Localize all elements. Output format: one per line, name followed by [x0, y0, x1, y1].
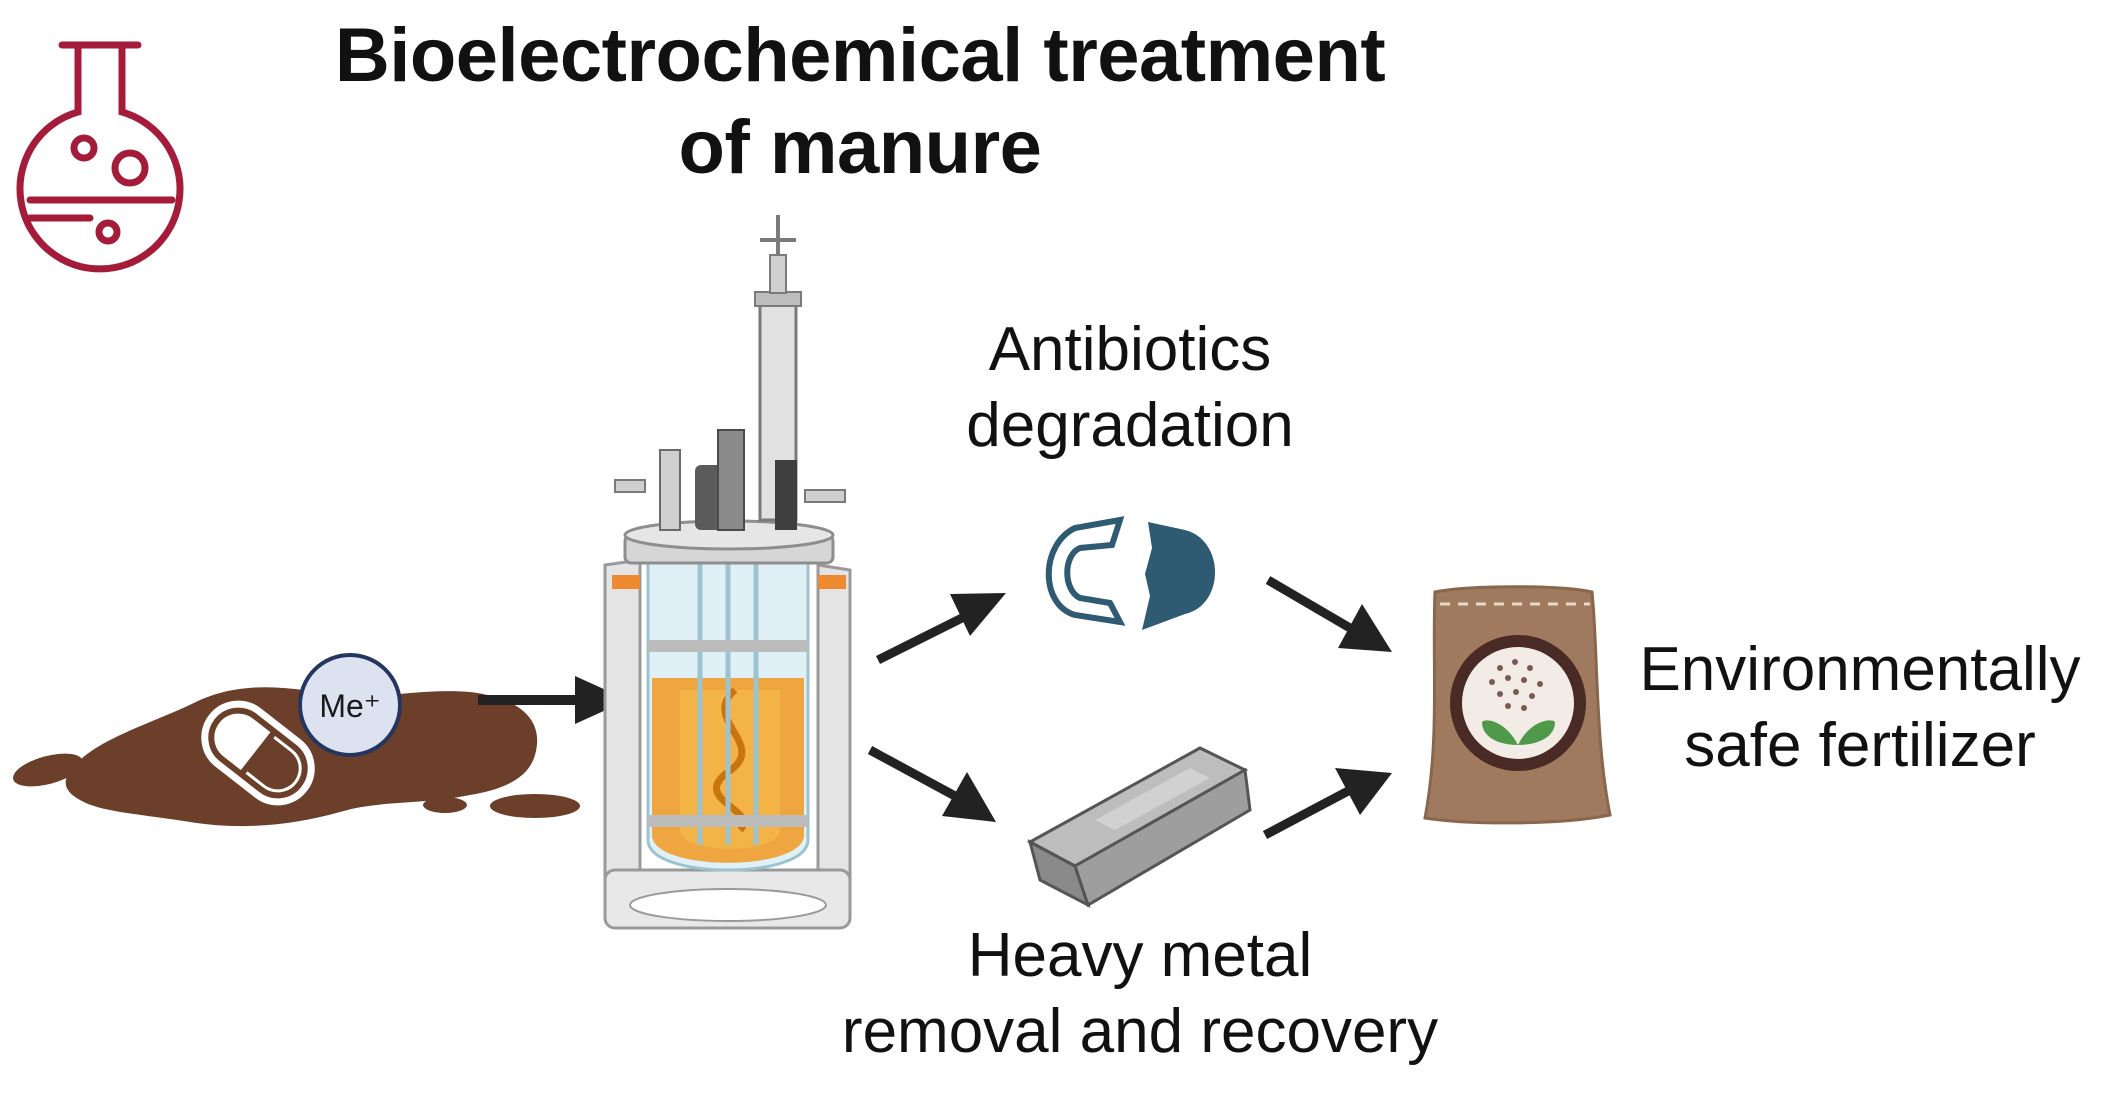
fertilizer-line-1: Environmentally: [1639, 635, 2081, 704]
metal-ion-icon: [298, 653, 402, 757]
antibiotics-line-2: degradation: [966, 391, 1294, 460]
antibiotics-line-1: Antibiotics: [988, 315, 1272, 384]
arrow-metal-to-fertilizer: [1262, 768, 1392, 839]
arrow-to-antibiotics: [875, 593, 1006, 665]
arrow-to-reactor: [478, 676, 628, 724]
broken-capsule-icon: [1045, 516, 1215, 630]
metal-ion-label: Me⁺: [319, 688, 381, 724]
metal-ingot-icon: [1026, 746, 1252, 909]
heavy-metal-line-1: Heavy metal: [967, 921, 1313, 990]
flask-icon: [16, 41, 184, 273]
fertilizer-label: Environmentally safe fertilizer: [1600, 632, 2120, 784]
bioreactor-icon: [603, 215, 852, 930]
pill-capsule-icon: [201, 700, 315, 806]
arrow-antibiotics-to-fertilizer: [1265, 576, 1392, 652]
heavy-metal-label: Heavy metal removal and recovery: [770, 918, 1510, 1070]
heavy-metal-line-2: removal and recovery: [841, 997, 1439, 1066]
title-line-2: of manure: [678, 105, 1042, 190]
title-line-1: Bioelectrochemical treatment: [334, 13, 1386, 98]
antibiotics-degradation-label: Antibiotics degradation: [900, 312, 1360, 464]
diagram-title: Bioelectrochemical treatment of manure: [230, 10, 1490, 194]
arrow-to-metal: [867, 746, 996, 822]
fertilizer-bag-icon: [1423, 585, 1612, 825]
fertilizer-line-2: safe fertilizer: [1684, 711, 2036, 780]
